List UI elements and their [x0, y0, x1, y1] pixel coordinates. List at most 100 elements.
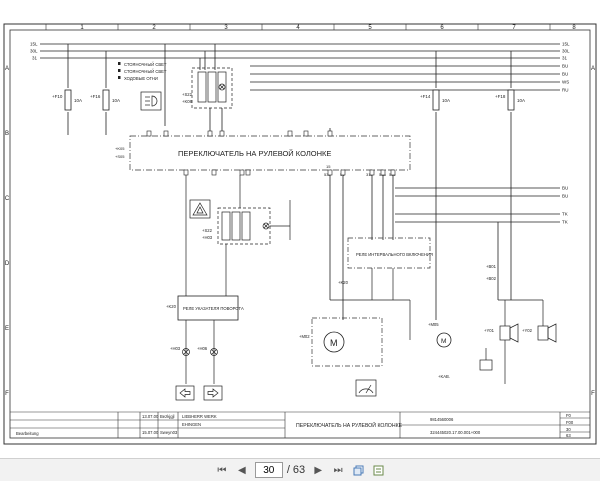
- pdf-viewer-toolbar: ⏮ ◀ / 63 ▶ ⏭: [0, 458, 600, 481]
- row-label-a-right: A: [591, 66, 595, 72]
- bus-left-3: 31: [32, 56, 38, 61]
- ref-h03-hazard: +H03: [202, 235, 213, 240]
- col-label-2: 2: [152, 25, 156, 31]
- ref-b02: +B02: [486, 276, 497, 281]
- ref-y01: +Y01: [484, 328, 495, 333]
- tb-date-1: 13.07.00: [142, 414, 159, 419]
- col-label-3: 3: [224, 25, 228, 31]
- row-label-c: C: [5, 196, 10, 202]
- interval-relay-label: РЕЛЕ ИНТЕРВАЛЬНОГО ВКЛЮЧЕНИЯ: [356, 252, 433, 257]
- ref-f16: +F16: [90, 94, 101, 99]
- ref-b01: +B01: [486, 264, 497, 269]
- label-parking-light: СТОЯНОЧНЫЙ СВЕТ: [124, 62, 167, 67]
- prev-page-icon[interactable]: ◀: [237, 464, 246, 476]
- bus-right-6: WS: [562, 80, 569, 85]
- wiper-icon: [355, 379, 377, 397]
- fuse-10a-2: 10A: [112, 98, 120, 103]
- label-parking-light-2: СТОЯНОЧНЫЙ СВЕТ: [124, 69, 167, 74]
- wiper-motor-label: M: [330, 338, 338, 348]
- row-label-e: E: [5, 326, 9, 332]
- tb-date-2: 15.07.00: [142, 430, 159, 435]
- copy-icon[interactable]: [351, 463, 365, 477]
- col-label-6: 6: [440, 25, 444, 31]
- first-page-icon[interactable]: ⏮: [217, 464, 227, 476]
- bus-left-2: 30L: [30, 49, 38, 54]
- bus-left-1: 15L: [30, 42, 38, 47]
- ref-k08: +K08: [182, 99, 193, 104]
- tb-title: ПЕРЕКЛЮЧАТЕЛЬ НА РУЛЕВОЙ КОЛОНКЕ: [296, 421, 403, 429]
- tb-sheet-a: F0: [566, 413, 572, 418]
- bus-right-2: 30L: [562, 49, 570, 54]
- column-switch-title: ПЕРЕКЛЮЧАТЕЛЬ НА РУЛЕВОЙ КОЛОНКЕ: [178, 149, 331, 158]
- ref-k20-relay: +K20: [338, 280, 349, 285]
- ref-y02: +Y02: [522, 328, 533, 333]
- bus-right-5: BU: [562, 72, 568, 77]
- turn-right-icon: [203, 385, 223, 401]
- row-label-a: A: [5, 66, 9, 72]
- ref-m05: +M05: [428, 322, 439, 327]
- pump-motor: [436, 332, 452, 348]
- fuse-10a-4: 10A: [517, 98, 525, 103]
- tb-sheet-d: 63: [566, 433, 571, 438]
- pump-motor-label: M: [441, 338, 446, 345]
- last-page-icon[interactable]: ⏭: [333, 464, 343, 476]
- row-label-f-right: F: [591, 391, 595, 397]
- tb-city: EHINGEN: [182, 422, 201, 427]
- wiper-motor-box: [311, 317, 383, 367]
- next-page-icon[interactable]: ▶: [314, 464, 323, 476]
- ref-h06: +H06: [197, 346, 208, 351]
- tb-sheet-c: 30: [566, 427, 571, 432]
- fuse-10a-3: 10A: [442, 98, 450, 103]
- bus-right-10: TK: [562, 212, 568, 217]
- tb-status: Bearbeitung: [16, 431, 39, 436]
- tb-sheet-b: F00: [566, 420, 574, 425]
- ref-m02: +M02: [299, 334, 310, 339]
- tb-doc-no: 324445020.17.00.001+000: [430, 430, 481, 435]
- col-label-4: 4: [296, 25, 300, 31]
- bus-right-8: BU: [562, 186, 568, 191]
- col-label-7: 7: [512, 25, 516, 31]
- ref-s22: +S22: [182, 92, 193, 97]
- tb-name-1: Bezkjgjl: [160, 414, 174, 419]
- bus-right-11: TK: [562, 220, 568, 225]
- ref-f10: +F10: [52, 94, 63, 99]
- row-label-d: D: [5, 261, 10, 267]
- row-label-f: F: [5, 391, 9, 397]
- col-label-8: 8: [572, 25, 576, 31]
- hazard-warning-icon: [189, 199, 211, 219]
- bus-right-3: 31: [562, 56, 568, 61]
- pages-icon[interactable]: [371, 463, 385, 477]
- ref-s05: +S05: [115, 154, 125, 159]
- turn-left-icon: [175, 385, 195, 401]
- turn-relay-label: РЕЛЕ УКАЗАТЕЛЯ ПОВОРОТА: [183, 306, 244, 311]
- pin-15: 15: [326, 164, 331, 169]
- page-indicator: / 63: [254, 462, 306, 478]
- tb-name-2: Sweyn03: [160, 430, 178, 435]
- fuse-10a-1: 10A: [74, 98, 82, 103]
- tb-drawing-no: 9814560006: [430, 417, 454, 422]
- bus-right-7: RU: [562, 88, 569, 93]
- turn-relay-box: [177, 295, 239, 321]
- ref-k05: +K05: [115, 146, 125, 151]
- headlight-icon: [140, 91, 162, 111]
- ref-h03: +H03: [170, 346, 181, 351]
- page-total: / 63: [286, 464, 306, 476]
- column-switch-box: [129, 135, 411, 171]
- ref-f14: +F14: [420, 94, 431, 99]
- col-label-1: 1: [80, 25, 84, 31]
- interval-relay-box: [347, 237, 431, 269]
- wiper-motor: [323, 331, 345, 353]
- label-running-light: ХОДОВЫЕ ОГНИ: [124, 76, 158, 81]
- bus-right-4: BU: [562, 64, 568, 69]
- ref-s22-hazard: +S22: [202, 228, 213, 233]
- bus-right-1: 15L: [562, 42, 570, 47]
- page-number-input[interactable]: [254, 462, 283, 478]
- schematic-sheet: 1 2 3 4 5 6 7 8 A B C D E F A F 15L 30L …: [3, 23, 597, 445]
- bus-right-9: BU: [562, 194, 568, 199]
- col-label-5: 5: [368, 25, 372, 31]
- row-label-b: B: [5, 131, 9, 137]
- ref-f18: +F18: [495, 94, 506, 99]
- ref-kabel: +KAB.: [438, 374, 450, 379]
- tb-company: LIEBHERR WERK: [182, 414, 217, 419]
- legend-bullets: [118, 62, 121, 79]
